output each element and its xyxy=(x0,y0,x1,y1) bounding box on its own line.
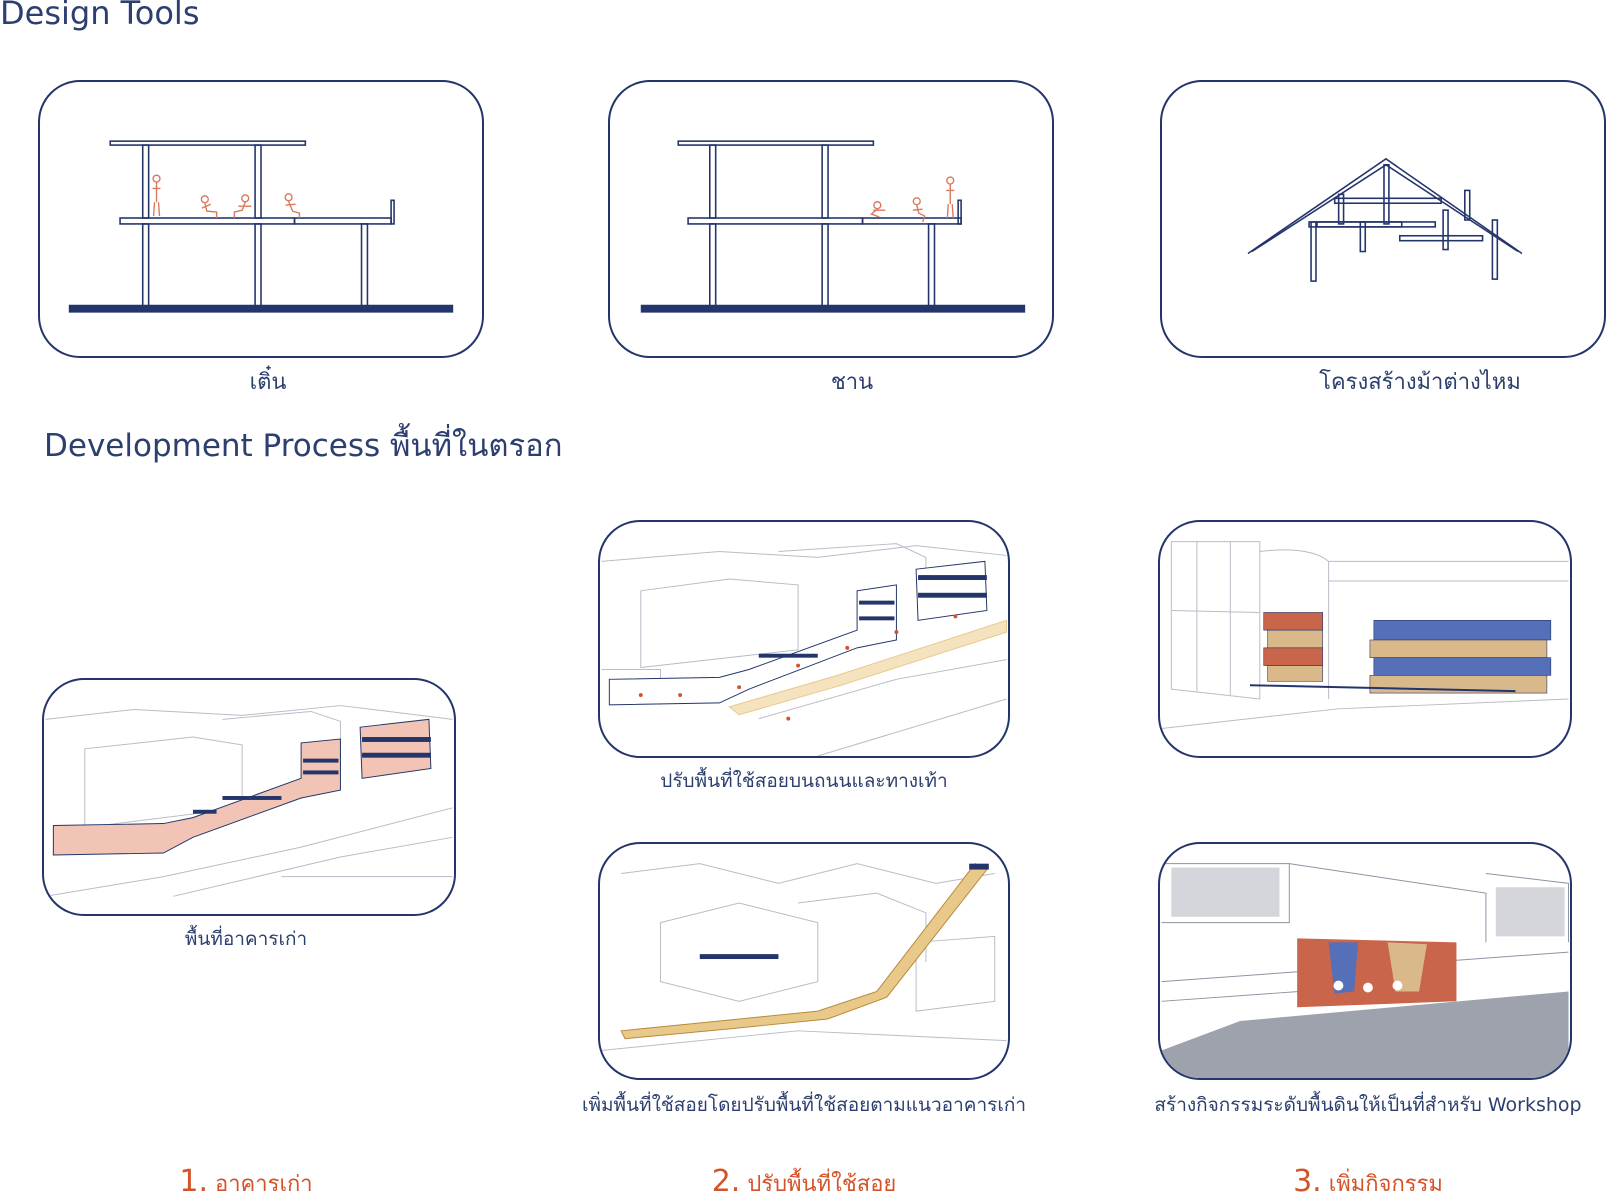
chan-section-drawing xyxy=(640,140,1026,313)
chan-caption: ชาน xyxy=(830,370,874,395)
step-1-text: อาคารเก่า xyxy=(214,1172,313,1197)
truss-structure-drawing xyxy=(1247,157,1523,282)
street-upgrade-drawing xyxy=(601,543,1008,756)
old-building-drawing xyxy=(45,705,453,897)
design-tools-heading: Design Tools xyxy=(0,0,200,32)
old-building-caption: พื้นที่อาคารเก่า xyxy=(184,928,308,950)
step-3-number: 3. xyxy=(1293,1164,1322,1199)
activity-facade-panel xyxy=(1158,520,1572,758)
tern-section-drawing xyxy=(68,140,454,313)
walkway-caption: เพิ่มพื้นที่ใช้สอยโดยปรับพื้นที่ใช้สอยตา… xyxy=(581,1094,1027,1116)
truss-diagram-panel xyxy=(1160,80,1606,358)
workshop-drawing xyxy=(1161,863,1570,1078)
step-3-text: เพิ่มกิจกรรม xyxy=(1328,1172,1443,1197)
workshop-caption: สร้างกิจกรรมระดับพื้นดินให้เป็นที่สำหรับ… xyxy=(1154,1094,1582,1116)
truss-caption: โครงสร้างม้าต่างไหม xyxy=(1319,370,1521,395)
walkway-panel xyxy=(598,842,1010,1080)
step-1-label: 1. อาคารเก่า xyxy=(179,1164,312,1201)
development-process-heading: Development Process พื้นที่ในตรอก xyxy=(44,428,563,464)
tern-caption: เติ๋น xyxy=(249,370,287,395)
step-1-number: 1. xyxy=(179,1164,208,1199)
step-2-text: ปรับพื้นที่ใช้สอย xyxy=(747,1172,897,1197)
street-upgrade-panel xyxy=(598,520,1010,758)
old-building-panel xyxy=(42,678,456,916)
walkway-drawing xyxy=(601,863,1007,1051)
chan-diagram-panel xyxy=(608,80,1054,358)
step-3-label: 3. เพิ่มกิจกรรม xyxy=(1293,1164,1443,1201)
tern-diagram-panel xyxy=(38,80,484,358)
street-upgrade-caption: ปรับพื้นที่ใช้สอยบนถนนและทางเท้า xyxy=(660,770,948,792)
activity-facade-drawing xyxy=(1161,541,1569,729)
step-2-number: 2. xyxy=(711,1164,741,1199)
step-2-label: 2. ปรับพื้นที่ใช้สอย xyxy=(712,1164,897,1201)
workshop-panel xyxy=(1158,842,1572,1080)
